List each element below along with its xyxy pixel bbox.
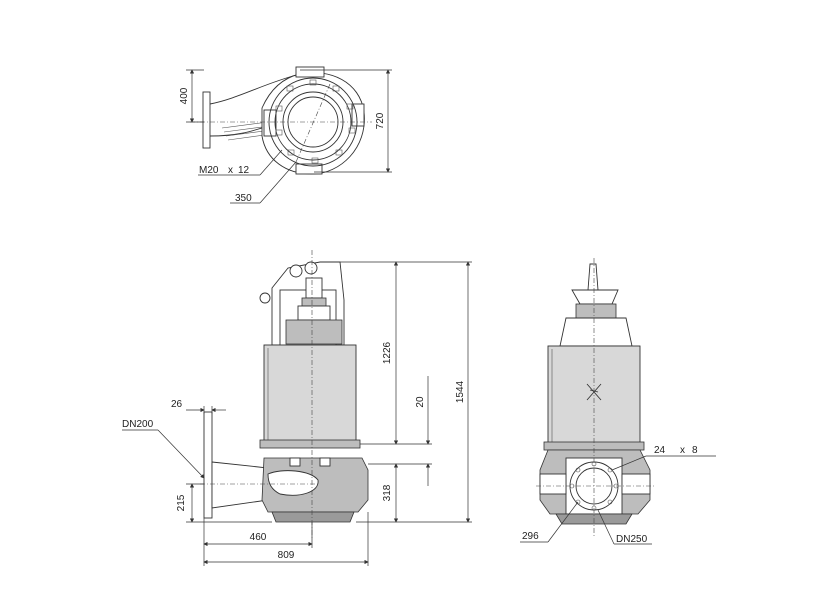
dn200-leader <box>157 429 205 479</box>
side-flange-plate <box>203 411 213 519</box>
side-inlet <box>271 511 355 523</box>
bolt-spec-label: M20 <box>199 165 219 176</box>
hole-times-label: x <box>680 445 685 456</box>
front-frame-base <box>559 317 633 347</box>
side-discharge-pipe <box>211 461 269 509</box>
top-lug-left <box>263 109 277 137</box>
side-lift-eye-3 <box>259 292 271 304</box>
dim-1544-label: 1544 <box>455 380 466 403</box>
top-centerline-diag <box>295 83 331 163</box>
side-bolt-2 <box>319 457 331 467</box>
top-lug-right <box>351 103 365 127</box>
top-volute <box>261 72 365 175</box>
dn200-label: DN200 <box>122 419 154 430</box>
dim-809-label: 809 <box>278 550 295 561</box>
dim-720-label: 720 <box>375 112 386 129</box>
front-gland <box>575 303 617 319</box>
dim-350-label: 350 <box>235 193 252 204</box>
front-pipe-left <box>539 473 567 495</box>
side-gland-base <box>285 319 343 345</box>
dim-296-label: 296 <box>522 531 539 542</box>
top-lug-top <box>295 66 325 78</box>
dim-215-label: 215 <box>176 494 187 511</box>
top-bolt-ring <box>275 79 356 164</box>
hole-size-label: 24 <box>654 445 666 456</box>
bolt-leader <box>259 149 283 176</box>
side-bolt-1 <box>289 457 301 467</box>
dim-460-label: 460 <box>250 532 267 543</box>
side-gland-top <box>305 277 323 299</box>
bolt-spec-count: 12 <box>238 165 250 176</box>
side-motor-band <box>259 439 361 449</box>
dim-296-leader <box>547 501 579 543</box>
side-gland-collar <box>301 297 327 307</box>
top-pipe-upper <box>209 73 301 105</box>
dim-26-label: 26 <box>171 399 183 410</box>
side-gland-body <box>297 305 331 321</box>
dim-350-leader <box>259 161 297 204</box>
front-pipe-right <box>621 473 651 495</box>
dim-400-label: 400 <box>179 87 190 104</box>
side-motor-housing <box>263 344 357 446</box>
dn250-leader <box>597 509 615 545</box>
top-flange-plate <box>202 91 211 149</box>
side-volute-outlet <box>267 470 319 496</box>
bolt-spec-times: x <box>228 165 233 176</box>
front-hook <box>587 263 599 291</box>
front-bail <box>571 289 619 305</box>
dim-1226-label: 1226 <box>382 341 393 364</box>
side-lift-eye-1 <box>289 264 303 278</box>
side-view: 1226 1544 20 318 26 DN200 215 460 <box>122 250 472 566</box>
side-lift-eye-2 <box>304 261 318 275</box>
top-lug-bottom <box>295 163 323 175</box>
top-bracket <box>221 121 273 141</box>
top-view: 400 720 M20 x 12 350 <box>179 66 392 204</box>
hole-count-label: 8 <box>692 445 698 456</box>
hole-leader <box>611 455 647 471</box>
front-view: 24 x 8 296 DN250 <box>520 258 716 545</box>
dim-318-label: 318 <box>382 484 393 501</box>
dn250-label: DN250 <box>616 534 648 545</box>
dim-20-label: 20 <box>415 396 426 408</box>
